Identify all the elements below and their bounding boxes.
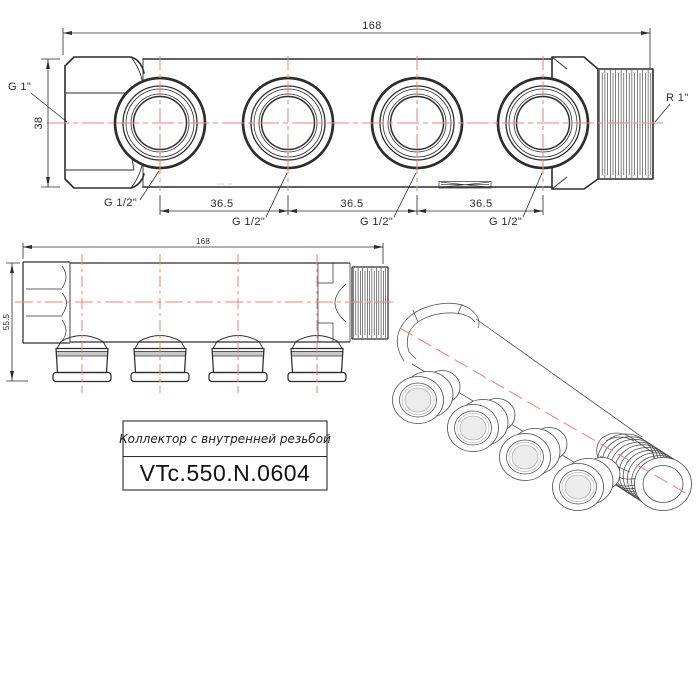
side-body [70,262,350,343]
front-thread-hatch [599,70,652,178]
iso-hex-nut [396,302,480,362]
label-port-3: G 1/2" [360,216,393,228]
label-port-1: G 1/2" [104,197,137,209]
dim-height-front: 38 [33,116,45,129]
part-number: VTc.550.N.0604 [140,460,311,486]
title-block: Коллектор с внутренней резьбой VTc.550.N… [119,420,331,491]
iso-centerline [399,327,690,496]
iso-outlet-bore [642,465,684,503]
side-male-thread [351,266,389,340]
label-port-4: G 1/2" [489,216,522,228]
side-thread-hatch [353,268,387,338]
front-male-thread [597,68,654,180]
dim-spacing-2: 36.5 [340,198,363,210]
dim-length-side: 168 [196,237,210,246]
dim-spacing-1: 36.5 [210,198,233,210]
iso-port-1 [392,370,461,424]
dim-length-front: 168 [362,20,382,32]
label-port-2: G 1/2" [232,216,265,228]
iso-port-4 [552,457,621,511]
front-view: 168 38 G 1" R 1" 36.5 36.5 36.5 G 1/2" G… [8,20,689,380]
side-view: 168 55.5 [2,237,396,393]
side-centerlines-v [81,254,318,393]
part-name: Коллектор с внутренней резьбой [119,432,331,446]
dim-spacing-3: 36.5 [469,198,492,210]
iso-port-3 [499,427,568,481]
front-flat-mark [438,181,492,189]
dim-height-side: 55.5 [2,313,11,330]
label-inlet-thread: G 1" [8,81,31,93]
label-outlet-thread: R 1" [666,92,689,104]
iso-view [392,302,692,511]
